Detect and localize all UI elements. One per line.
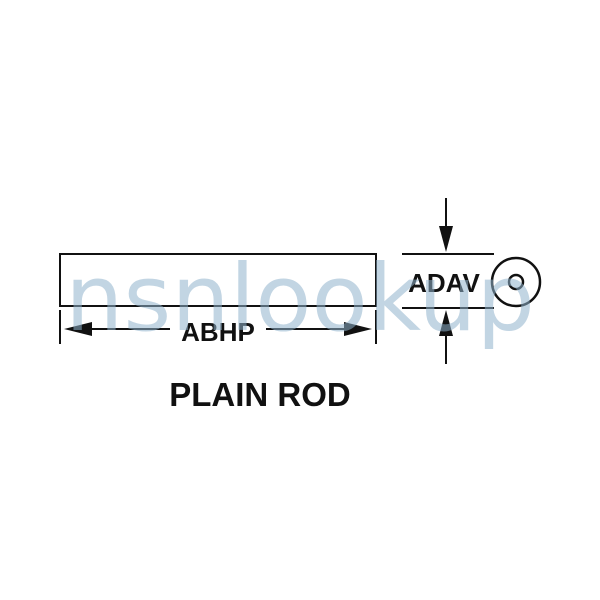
- rod-end-view-inner: [507, 273, 525, 291]
- length-label: ABHP: [181, 317, 255, 347]
- length-arrow-left: [64, 322, 92, 336]
- rod-end-view-outer: [490, 256, 542, 308]
- diagram-title: PLAIN ROD: [169, 376, 351, 413]
- length-arrow-right: [344, 322, 372, 336]
- diameter-arrow-top: [439, 226, 453, 252]
- diameter-arrow-bottom: [439, 310, 453, 336]
- rod-body: [59, 253, 377, 307]
- watermark-text: nsnlookup: [65, 245, 535, 352]
- diameter-label: ADAV: [408, 268, 480, 298]
